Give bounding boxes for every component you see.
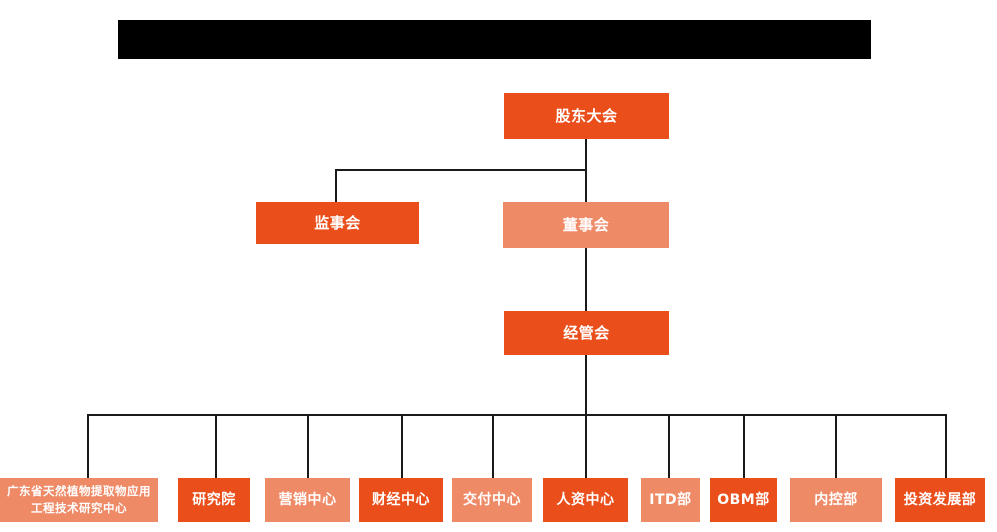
connector-drop-investment-development-department — [945, 414, 947, 478]
node-label-marketing-center: 营销中心 — [278, 491, 337, 508]
node-shareholders[interactable]: 股东大会 — [504, 93, 669, 139]
connector-drop-gd-research-center — [87, 414, 89, 478]
node-label-research-institute: 研究院 — [192, 491, 236, 508]
connector-supervisors-drop — [335, 169, 337, 203]
node-label-obm-department: OBM部 — [717, 491, 770, 508]
node-label-investment-development-department: 投资发展部 — [903, 491, 977, 508]
node-label-itd-department: ITD部 — [649, 491, 692, 508]
node-supervisors[interactable]: 监事会 — [256, 202, 419, 244]
node-label-finance-center: 财经中心 — [372, 491, 430, 508]
node-internal-control-department[interactable]: 内控部 — [790, 478, 882, 522]
node-hr-center[interactable]: 人资中心 — [543, 478, 628, 522]
connector-drop-delivery-center — [492, 414, 494, 478]
redacted-title-banner — [118, 20, 871, 59]
node-label-hr-center: 人资中心 — [556, 491, 615, 508]
node-label-directors: 董事会 — [562, 215, 610, 234]
node-label-internal-control-department: 内控部 — [814, 491, 858, 508]
connector-drop-hr-center — [585, 414, 587, 478]
node-management[interactable]: 经管会 — [504, 311, 669, 355]
node-delivery-center[interactable]: 交付中心 — [452, 478, 532, 522]
connector-directors-to-management — [585, 248, 587, 312]
node-label-gd-research-center: 广东省天然植物提取物应用工程技术研究中心 — [7, 483, 151, 515]
connector-drop-research-institute — [215, 414, 217, 478]
node-label-supervisors: 监事会 — [314, 213, 361, 232]
node-label-delivery-center: 交付中心 — [463, 491, 521, 508]
connector-management-down — [585, 355, 587, 416]
connector-drop-internal-control-department — [835, 414, 837, 478]
connector-drop-obm-department — [743, 414, 745, 478]
connector-drop-itd-department — [668, 414, 670, 478]
node-research-institute[interactable]: 研究院 — [178, 478, 250, 522]
connector-level2-bus — [335, 169, 587, 171]
node-investment-development-department[interactable]: 投资发展部 — [895, 478, 985, 522]
node-label-management: 经管会 — [563, 323, 610, 342]
node-directors[interactable]: 董事会 — [503, 202, 669, 248]
node-label-shareholders: 股东大会 — [555, 106, 618, 125]
connector-shareholders-down — [585, 139, 587, 171]
node-gd-research-center[interactable]: 广东省天然植物提取物应用工程技术研究中心 — [0, 478, 158, 522]
connector-drop-marketing-center — [307, 414, 309, 478]
node-obm-department[interactable]: OBM部 — [710, 478, 777, 522]
node-itd-department[interactable]: ITD部 — [641, 478, 700, 522]
connector-drop-finance-center — [401, 414, 403, 478]
node-marketing-center[interactable]: 营销中心 — [265, 478, 350, 522]
node-finance-center[interactable]: 财经中心 — [359, 478, 443, 522]
connector-level4-bus — [87, 414, 946, 416]
connector-directors-drop — [585, 169, 587, 203]
